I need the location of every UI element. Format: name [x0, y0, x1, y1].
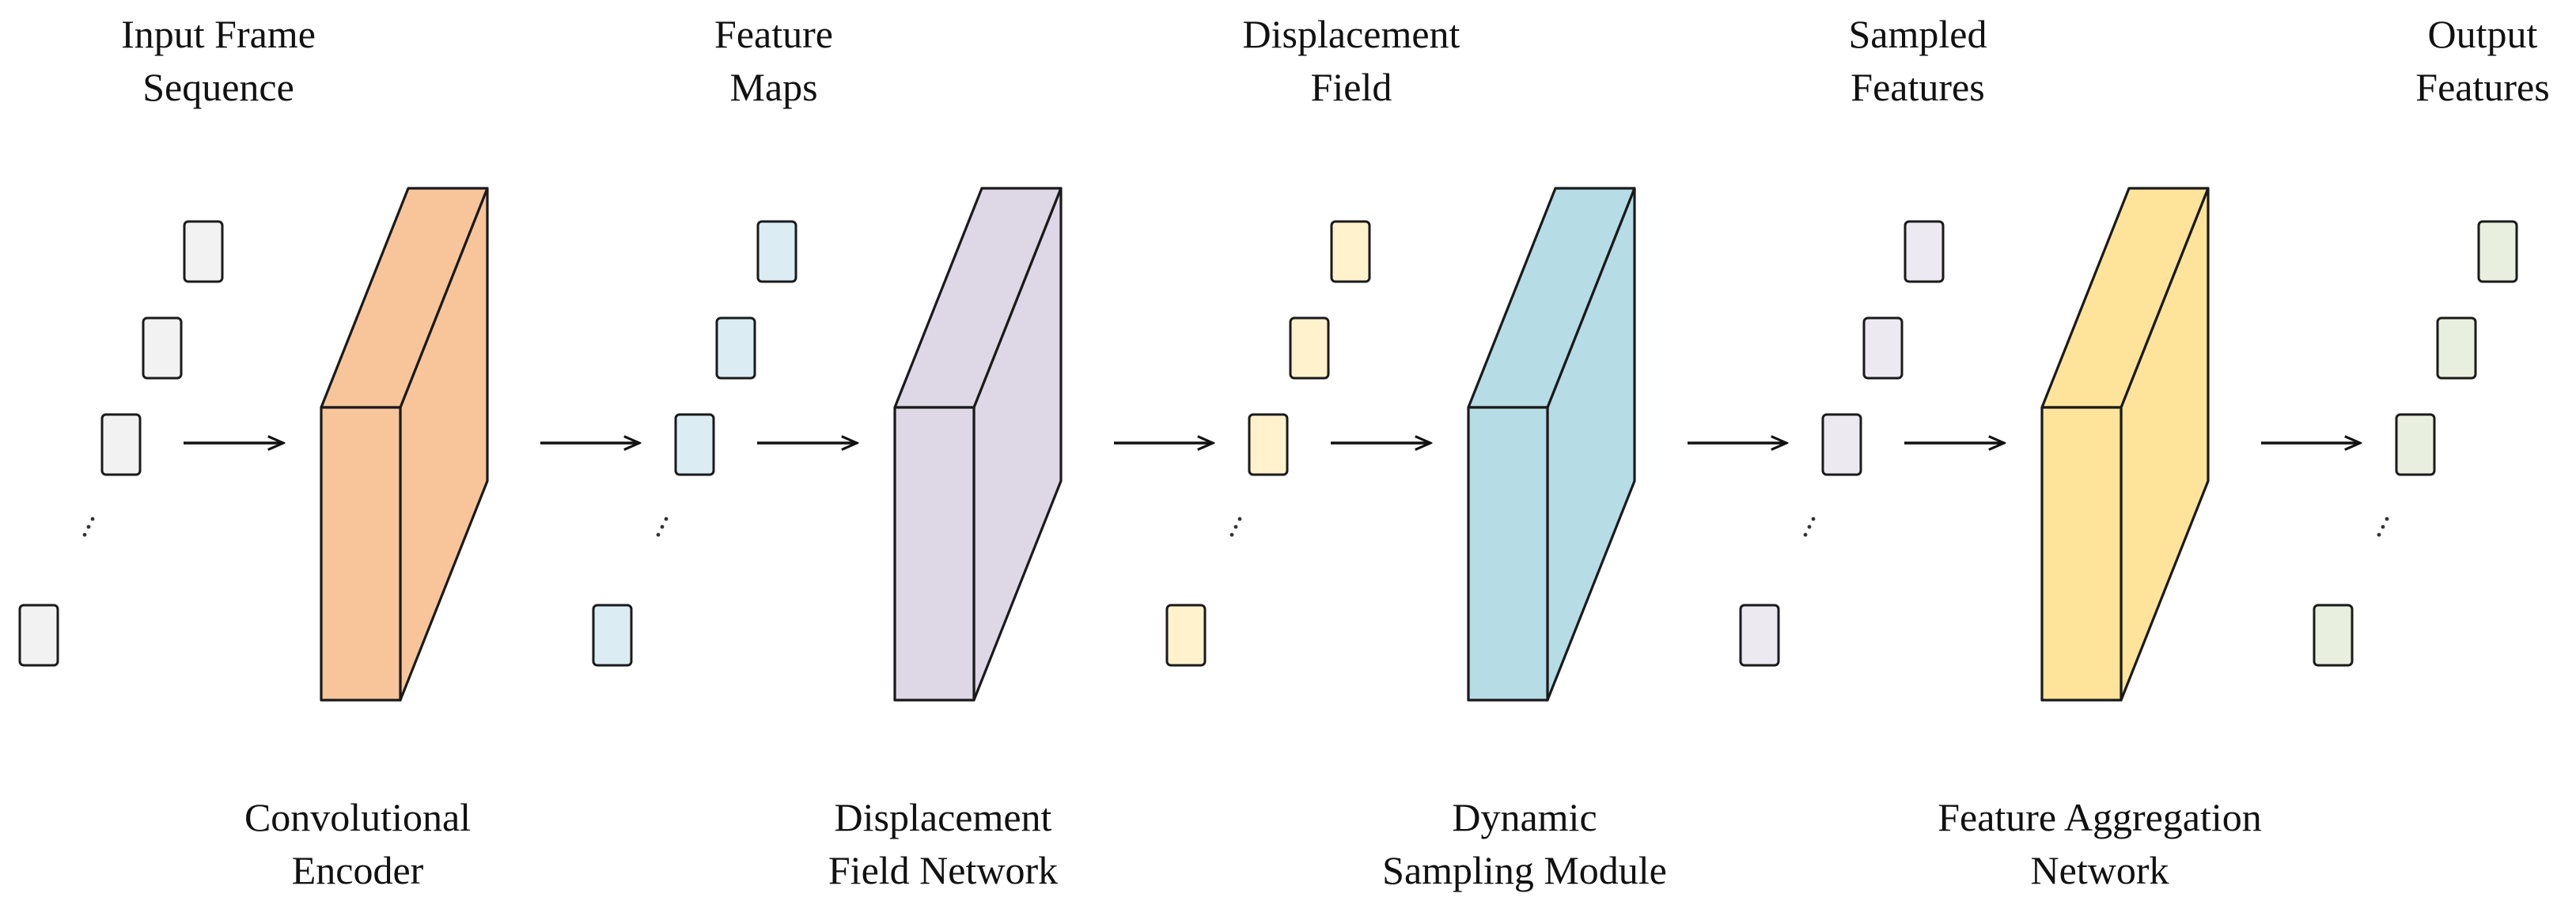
sampled-features-frame-1 [1904, 220, 1945, 283]
feature-maps-frame-4 [592, 604, 633, 667]
output-features-label-line-2: Features [2415, 65, 2549, 109]
output-features-frame-1 [2477, 220, 2518, 283]
sampled-features-frame-3 [1821, 413, 1862, 476]
feature-maps-frame-3 [674, 413, 715, 476]
feature-aggregation-network-front-face [2040, 406, 2123, 702]
feature-maps-label-line-2: Maps [729, 65, 817, 109]
feature-maps-label-line-1: Feature [714, 12, 833, 56]
output-features-label-line-1: Output [2428, 12, 2538, 56]
output-features-frame-4 [2313, 604, 2354, 667]
output-features-ellipsis [2377, 517, 2389, 537]
convolutional-encoder-front-face [320, 406, 402, 702]
input-frame-sequence-frame-2 [142, 316, 183, 380]
input-frame-sequence-frame-3 [100, 413, 142, 476]
displacement-field-ellipsis [1229, 517, 1242, 537]
sampled-features-label-line-1: Sampled [1849, 12, 1987, 56]
displacement-field-network-front-face [893, 406, 975, 702]
displacement-field-frame-1 [1330, 220, 1371, 283]
displacement-field-network-label-line-1: Displacement [835, 795, 1052, 839]
displacement-field-frame-2 [1289, 316, 1330, 380]
sampled-features-frame-4 [1739, 604, 1780, 667]
convolutional-encoder-label-line-1: Convolutional [244, 795, 471, 839]
input-frame-sequence-frame-4 [18, 604, 59, 667]
dynamic-sampling-module-label-line-1: Dynamic [1452, 795, 1597, 839]
input-frame-sequence-label-line-2: Sequence [142, 65, 294, 109]
displacement-field-frame-3 [1248, 413, 1289, 476]
displacement-field-network-label-line-2: Field Network [828, 848, 1058, 892]
feature-maps-frame-1 [756, 220, 797, 283]
feature-aggregation-network-label-line-2: Network [2031, 848, 2169, 892]
feature-aggregation-network-label-line-1: Feature Aggregation [1938, 795, 2262, 839]
input-frame-sequence-frame-1 [183, 220, 224, 283]
displacement-field-label-line-1: Displacement [1243, 12, 1460, 56]
input-frame-sequence-label-line-1: Input Frame [121, 12, 316, 56]
dynamic-sampling-module-front-face [1467, 406, 1549, 702]
displacement-field-label-line-2: Field [1311, 65, 1392, 109]
convolutional-encoder-label-line-2: Encoder [292, 848, 424, 892]
input-frame-sequence-ellipsis [82, 517, 95, 537]
sampled-features-label-line-2: Features [1851, 65, 1984, 109]
feature-maps-frame-2 [715, 316, 756, 380]
output-features-frame-2 [2436, 316, 2477, 380]
feature-maps-ellipsis [656, 517, 669, 537]
output-features-frame-3 [2395, 413, 2436, 476]
sampled-features-frame-2 [1862, 316, 1904, 380]
dynamic-sampling-module-label-line-2: Sampling Module [1382, 848, 1667, 892]
sampled-features-ellipsis [1803, 517, 1816, 537]
displacement-field-frame-4 [1165, 604, 1207, 667]
